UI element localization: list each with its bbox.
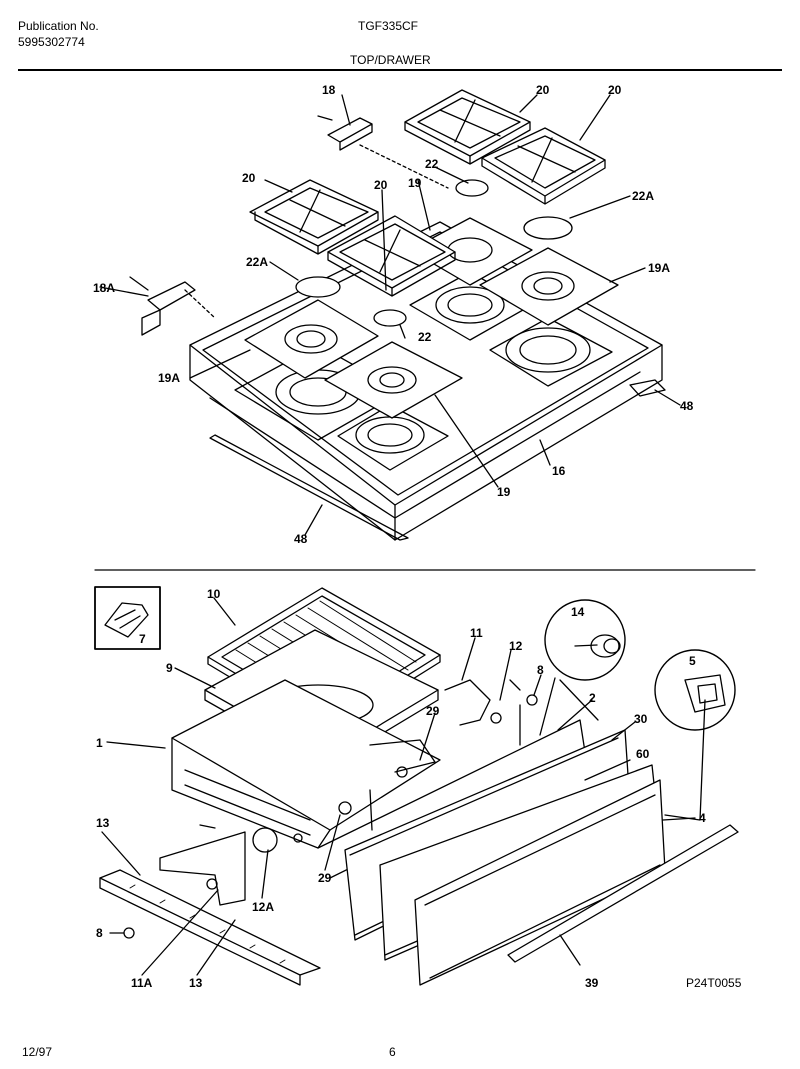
callout-label: 12A bbox=[252, 900, 275, 914]
callout-label: 9 bbox=[166, 661, 173, 675]
cooktop-assembly bbox=[99, 89, 681, 541]
figure-code: P24T0055 bbox=[686, 976, 742, 990]
callout-label: 16 bbox=[552, 464, 566, 478]
page-number: 6 bbox=[389, 1045, 396, 1059]
callout-label: 11A bbox=[131, 976, 153, 990]
callout-label: 2 bbox=[589, 691, 596, 705]
publication-number: 5995302774 bbox=[18, 35, 85, 49]
callout-label: 13 bbox=[96, 816, 110, 830]
callout-label: 39 bbox=[585, 976, 599, 990]
grate-rear-right bbox=[481, 127, 606, 205]
callout-label: 29 bbox=[318, 871, 332, 885]
callout-label: 30 bbox=[634, 712, 648, 726]
callout-label: 20 bbox=[536, 83, 550, 97]
callout-label: 20 bbox=[608, 83, 622, 97]
callout-label: 22 bbox=[418, 330, 432, 344]
callout-label: 7 bbox=[139, 632, 146, 646]
publication-label: Publication No. bbox=[18, 19, 99, 33]
callout-label: 22A bbox=[246, 255, 269, 269]
model-number: TGF335CF bbox=[358, 19, 419, 33]
callout-label: 19A bbox=[648, 261, 671, 275]
callout-label: 19A bbox=[158, 371, 181, 385]
callout-label: 60 bbox=[636, 747, 650, 761]
callout-label: 20 bbox=[242, 171, 256, 185]
revision-date: 12/97 bbox=[22, 1045, 53, 1059]
callout-label: 4 bbox=[699, 811, 706, 825]
callout-label: 18A bbox=[93, 281, 116, 295]
callout-label: 48 bbox=[680, 399, 694, 413]
callout-label: 19 bbox=[408, 176, 422, 190]
callout-label: 22 bbox=[425, 157, 439, 171]
callout-label: 1 bbox=[96, 736, 103, 750]
callout-label: 22A bbox=[632, 189, 655, 203]
callout-label: 20 bbox=[374, 178, 388, 192]
callout-label: 11 bbox=[470, 626, 483, 640]
drawer-assembly bbox=[94, 586, 739, 986]
callout-label: 29 bbox=[426, 704, 440, 718]
callout-label: 8 bbox=[537, 663, 544, 677]
callout-label: 10 bbox=[207, 587, 221, 601]
callout-label: 8 bbox=[96, 926, 103, 940]
grate-rear-left bbox=[404, 89, 531, 165]
callout-label: 48 bbox=[294, 532, 308, 546]
section-title: TOP/DRAWER bbox=[350, 53, 431, 67]
callout-label: 13 bbox=[189, 976, 203, 990]
callout-label: 12 bbox=[509, 639, 523, 653]
callout-label: 5 bbox=[689, 654, 696, 668]
callout-label: 14 bbox=[571, 605, 585, 619]
callout-label: 18 bbox=[322, 83, 336, 97]
callout-label: 19 bbox=[497, 485, 511, 499]
header-rule bbox=[18, 69, 782, 71]
grate-front-right bbox=[327, 215, 456, 297]
